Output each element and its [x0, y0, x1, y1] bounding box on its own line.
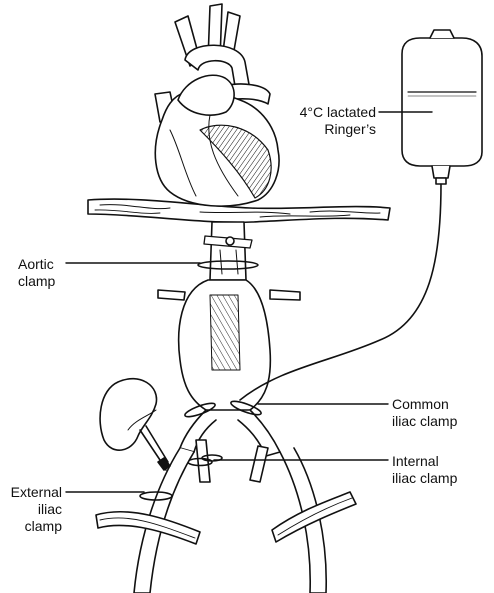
internal-iliac-clamp-label: Internal iliac clamp — [392, 453, 458, 486]
diaphragm — [87, 198, 391, 224]
aorta-upper — [203, 221, 253, 281]
external-iliac-clamp — [139, 491, 173, 501]
iv-bag — [401, 29, 483, 185]
external-iliac-clamp-label: External iliac clamp — [10, 484, 62, 534]
inguinal-ligaments — [95, 491, 357, 545]
kidney — [99, 377, 171, 471]
common-iliac-clamp-label: Common iliac clamp — [392, 396, 458, 429]
internal-iliac-arteries — [195, 439, 269, 483]
aortic-clamp — [197, 260, 259, 270]
ringer-label: 4°C lactated Ringer’s — [299, 104, 376, 137]
common-iliac-clamp — [184, 400, 262, 418]
aortic-aneurysm — [177, 279, 272, 411]
iv-tubing — [239, 183, 442, 401]
aortic-clamp-label: Aortic clamp — [18, 256, 56, 289]
heart — [154, 3, 280, 207]
